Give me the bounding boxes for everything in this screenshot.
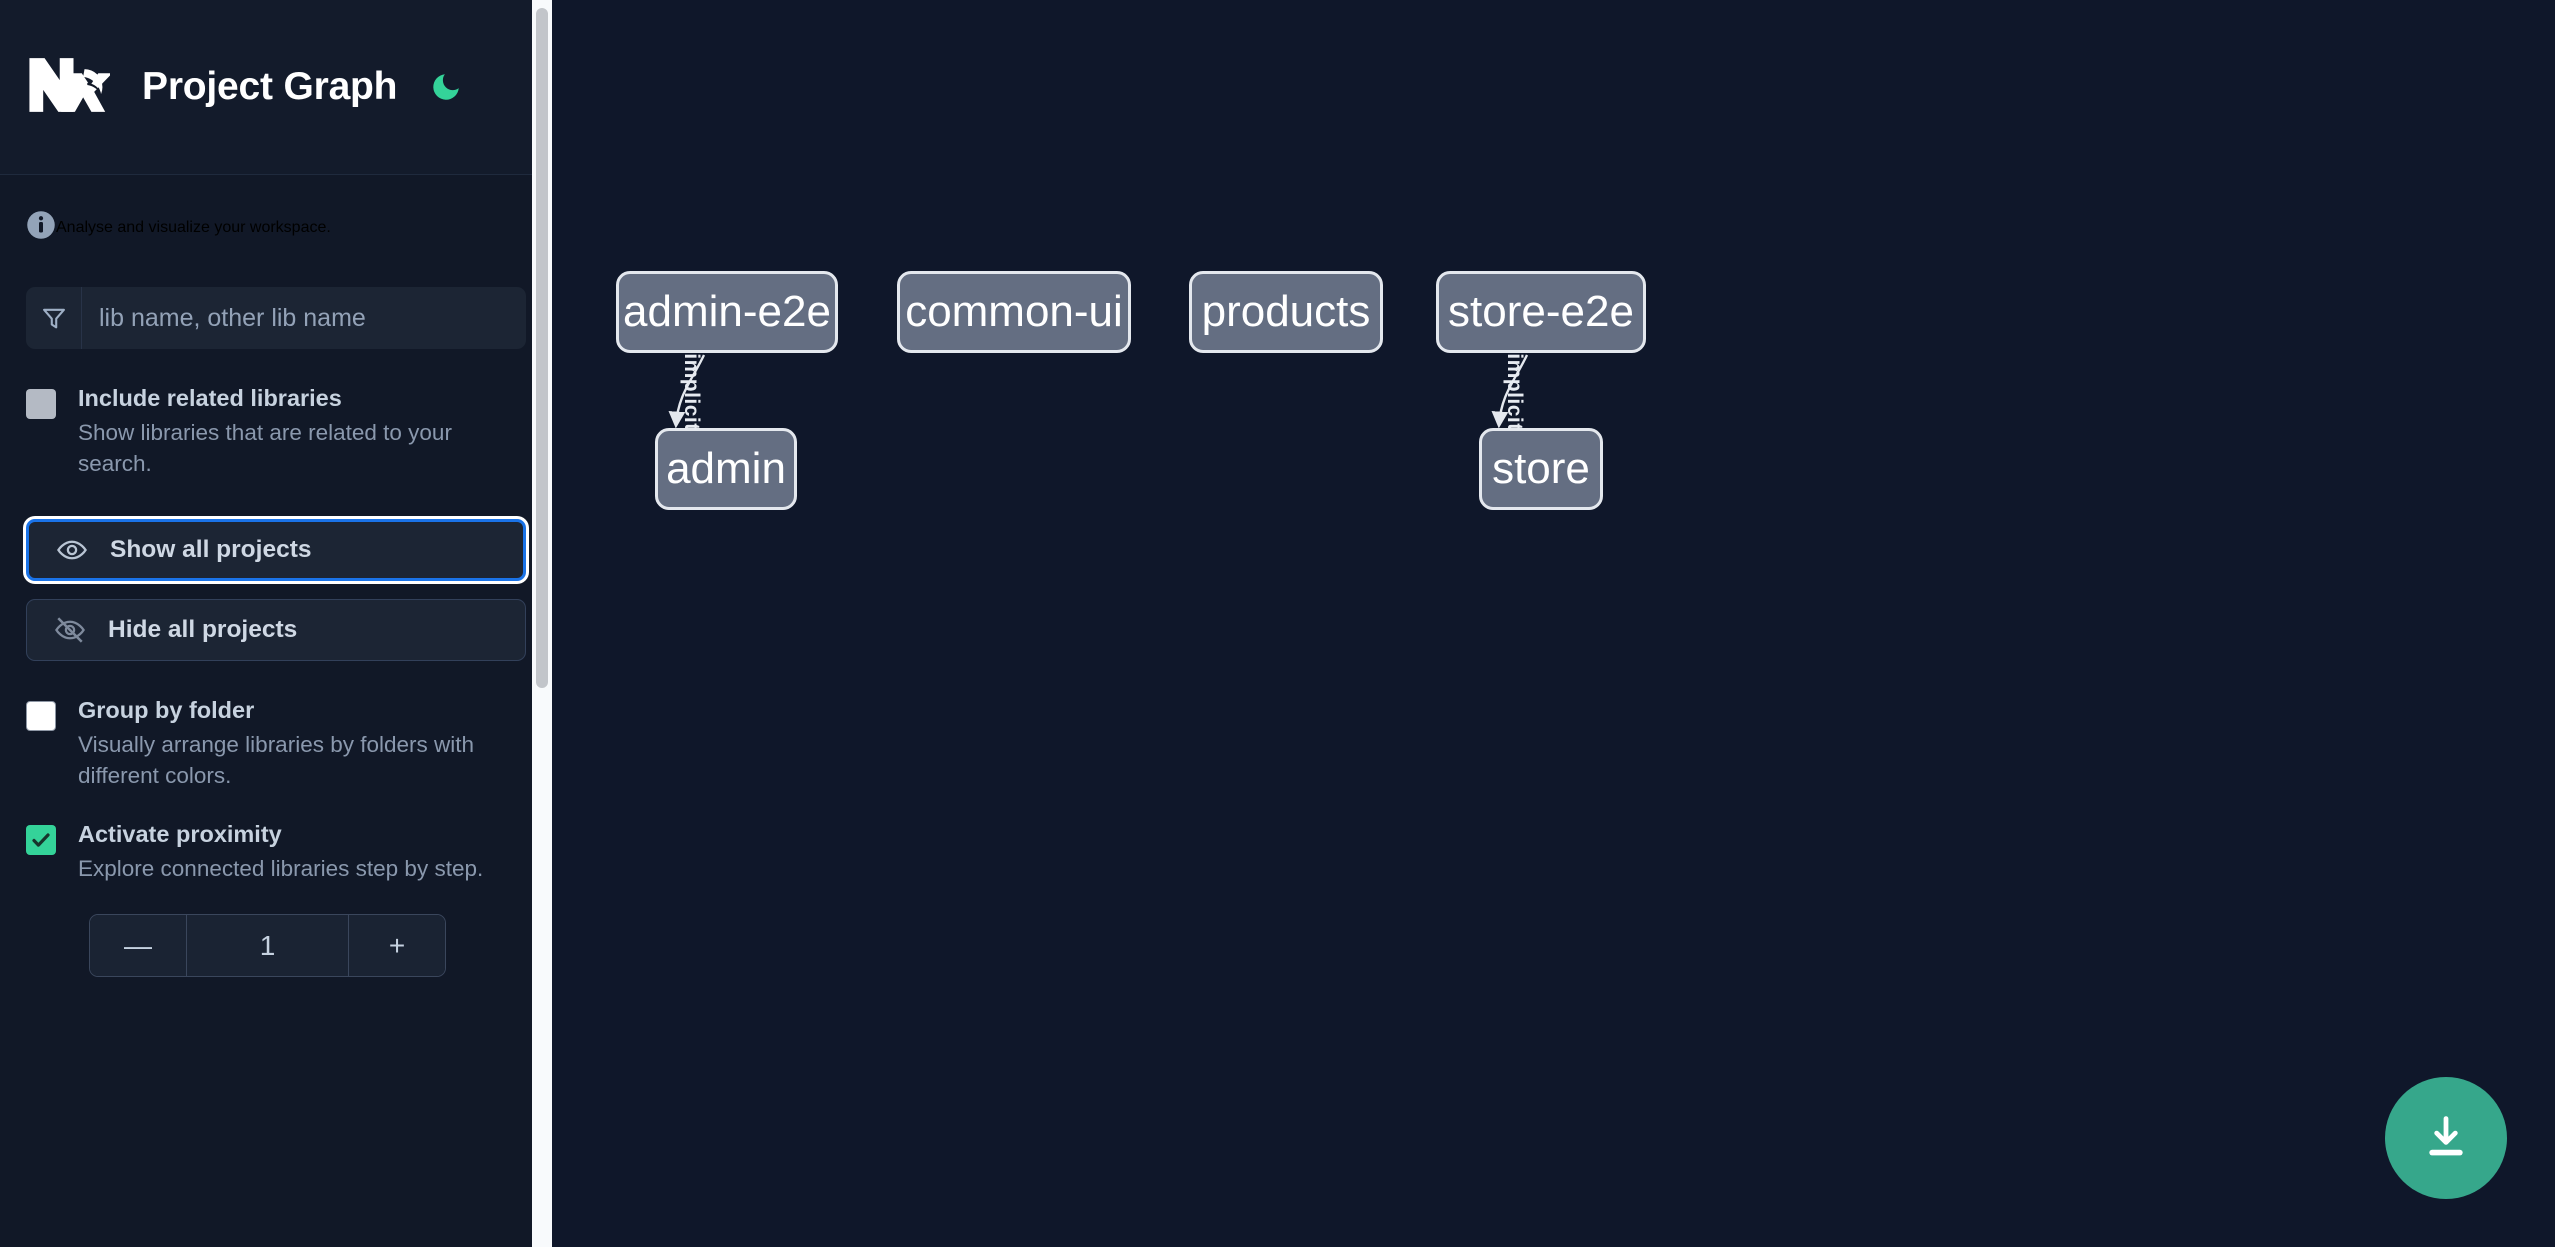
graph-node-products[interactable]: products [1189,271,1383,353]
search-field[interactable] [26,287,526,349]
sidebar: Project Graph Analyse and visualize your… [0,0,552,1247]
eye-off-icon [54,614,86,646]
stepper-decrement-button[interactable]: — [90,915,187,977]
option-description: Explore connected libraries step by step… [78,856,484,882]
proximity-stepper[interactable]: — 1 + [89,914,446,978]
stepper-increment-button[interactable]: + [348,915,445,977]
graph-node-common-ui[interactable]: common-ui [897,271,1131,353]
page-title: Project Graph [142,65,398,108]
sidebar-scrollbar-thumb[interactable] [536,8,548,688]
checkbox-include-related-libraries[interactable] [26,389,56,419]
graph-node-admin[interactable]: admin [655,428,797,510]
option-label: Activate proximity [78,821,282,848]
hide-all-projects-button[interactable]: Hide all projects [26,599,526,662]
info-icon [26,210,56,245]
visibility-buttons: Show all projects Hide all projects [26,519,526,662]
download-icon [2420,1111,2472,1166]
checkbox-activate-proximity[interactable] [26,825,56,856]
option-label: Group by folder [78,697,255,724]
stepper-value: 1 [187,915,348,977]
sidebar-scrollbar[interactable] [532,0,552,1247]
nx-logo [26,54,113,121]
checkbox-group-by-folder[interactable] [26,701,56,732]
show-all-projects-button[interactable]: Show all projects [26,519,526,582]
option-include-related-libraries[interactable]: Include related libraries Show libraries… [26,385,526,479]
option-group-by-folder[interactable]: Group by folder Visually arrange librari… [26,697,526,791]
eye-icon [56,534,88,566]
option-label: Include related libraries [78,385,342,411]
edge-label-admin-implicit: implicit [679,353,703,431]
moon-icon[interactable] [397,70,463,104]
sidebar-body: Include related libraries Show libraries… [0,287,552,978]
option-description: Visually arrange libraries by folders wi… [78,732,475,789]
hide-all-projects-label: Hide all projects [108,616,298,644]
edge-store-e2e-to-store [1491,354,1529,429]
search-input[interactable] [82,287,526,349]
option-activate-proximity[interactable]: Activate proximity Explore connected lib… [26,821,526,884]
graph-canvas[interactable]: admin-e2e common-ui products store-e2e a… [552,0,2555,1247]
graph-edges [668,354,1529,429]
download-graph-button[interactable] [2385,1077,2507,1199]
show-all-projects-label: Show all projects [110,536,312,564]
graph-node-admin-e2e[interactable]: admin-e2e [616,271,838,353]
tagline-text: Analyse and visualize your workspace. [56,218,331,236]
filter-funnel-icon [26,287,82,349]
tagline-row: Analyse and visualize your workspace. [0,175,552,280]
sidebar-header: Project Graph [0,0,552,175]
edge-admin-e2e-to-admin [668,354,706,429]
graph-node-store[interactable]: store [1479,428,1603,510]
graph-node-store-e2e[interactable]: store-e2e [1436,271,1646,353]
edge-label-store-implicit: implicit [1502,353,1526,431]
option-description: Show libraries that are related to your … [78,420,452,477]
